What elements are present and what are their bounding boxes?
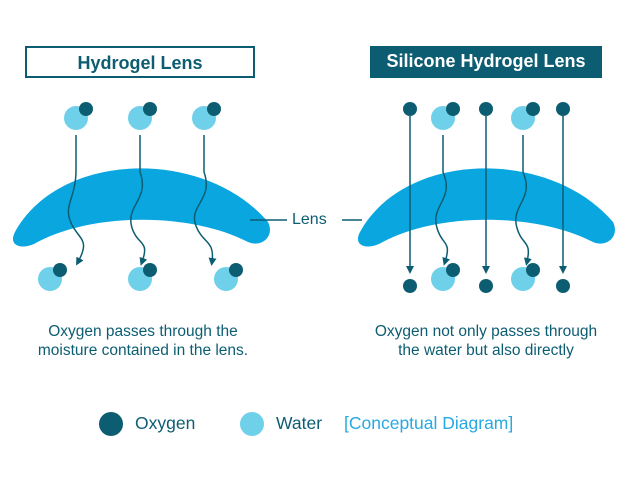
right-path-1 (435, 135, 451, 266)
hydrogel-lens-title: Hydrogel Lens (25, 46, 255, 78)
conceptual-diagram-note: [Conceptual Diagram] (344, 413, 514, 433)
left-path-3 (193, 135, 217, 266)
left-bottom-molecule-2 (128, 263, 157, 291)
right-direct-oxygen-2 (479, 102, 493, 293)
water-legend-dot (240, 412, 264, 436)
right-path-2 (515, 135, 532, 266)
right-direct-oxygen-3 (556, 102, 570, 293)
silicone-hydrogel-lens-title: Silicone Hydrogel Lens (370, 46, 602, 78)
left-bottom-molecule-3 (214, 263, 243, 291)
left-top-molecule-2 (128, 102, 157, 130)
hydrogel-caption: Oxygen passes through the moisture conta… (37, 323, 249, 359)
left-bottom-molecule-1 (38, 263, 67, 291)
water-legend-label: Water (276, 413, 323, 433)
oxygen-legend-label: Oxygen (135, 413, 196, 433)
left-top-molecule-1 (64, 102, 93, 130)
lens-label: Lens (292, 211, 327, 228)
silicone-hydrogel-caption: Oxygen not only passes through the water… (374, 323, 598, 359)
left-path-1 (67, 135, 85, 266)
right-top-molecule-2 (511, 102, 540, 130)
left-top-molecule-3 (192, 102, 221, 130)
right-bottom-molecule-2 (511, 263, 540, 291)
right-direct-oxygen-1 (403, 102, 417, 293)
left-path-2 (130, 135, 148, 266)
right-bottom-molecule-1 (431, 263, 460, 291)
oxygen-legend-dot (99, 412, 123, 436)
right-top-molecule-1 (431, 102, 460, 130)
